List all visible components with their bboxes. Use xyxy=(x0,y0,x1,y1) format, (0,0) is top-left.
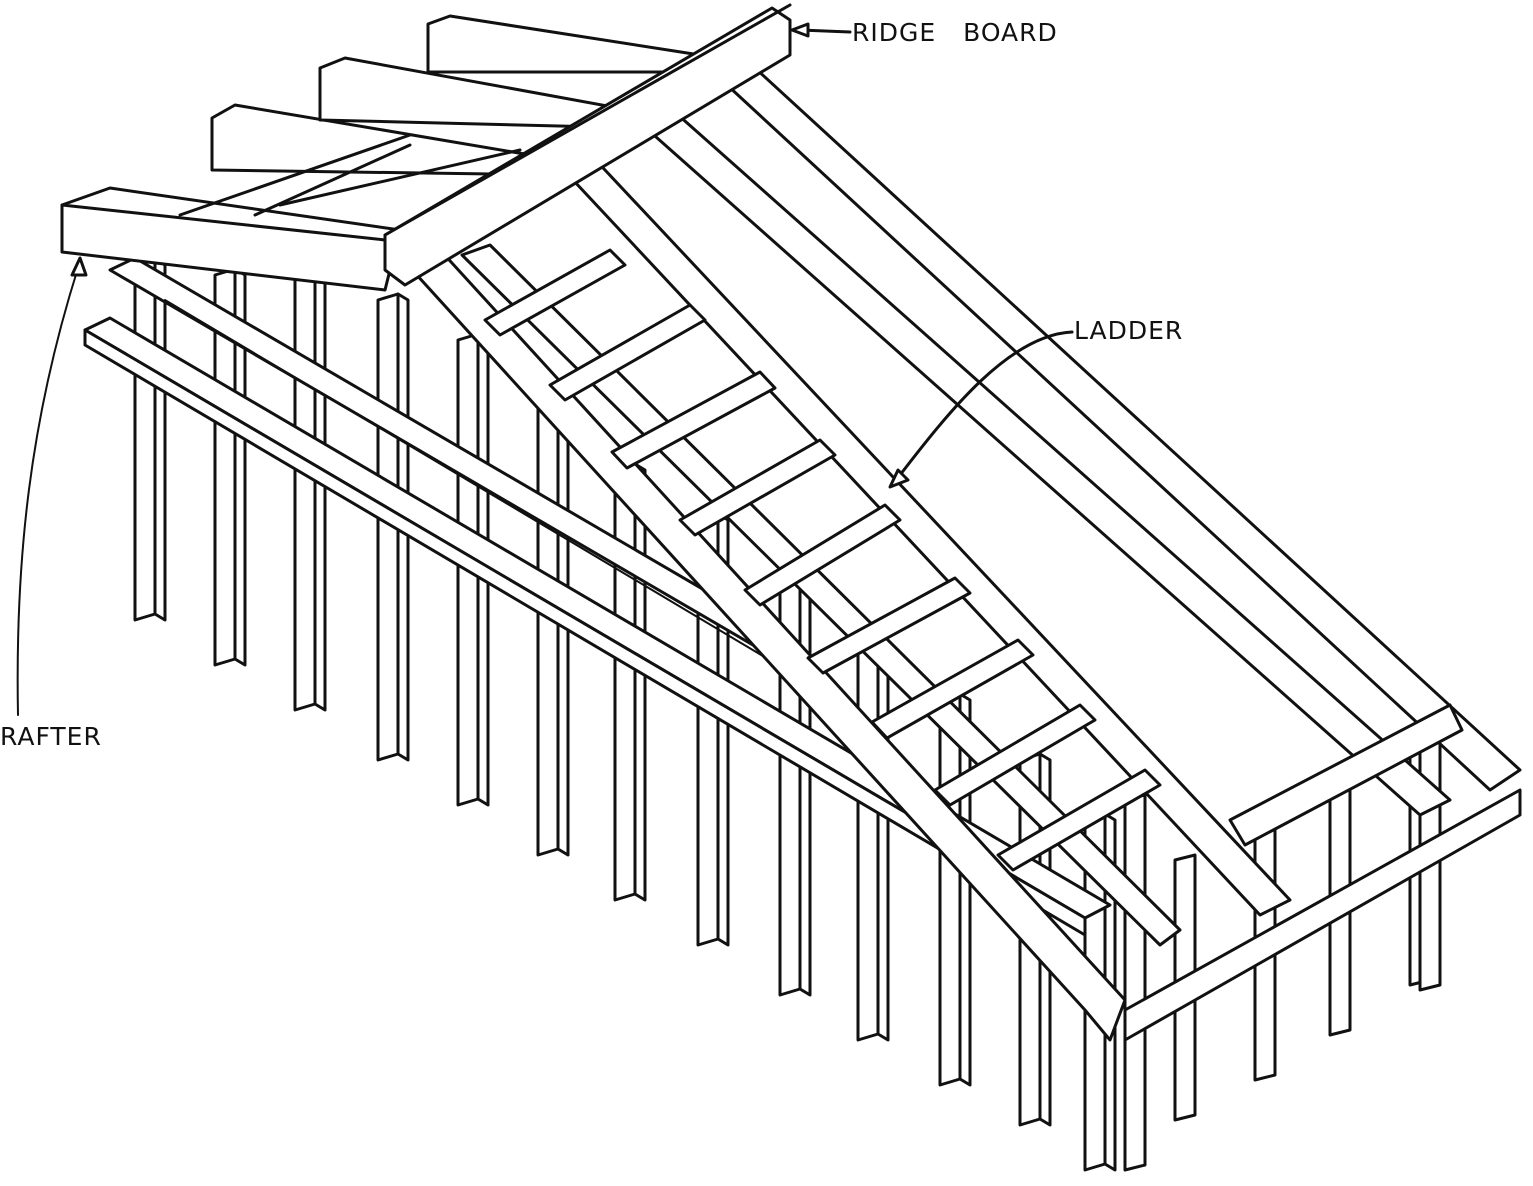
stud-post-7 xyxy=(613,462,637,902)
ceiling-joist-3 xyxy=(426,14,702,74)
stud-post-side-7 xyxy=(633,462,647,902)
stud-post-side-9 xyxy=(798,572,812,997)
stud-post-3 xyxy=(293,272,317,712)
stud-post-1 xyxy=(133,257,157,622)
ladder-rung-6 xyxy=(806,576,972,675)
ridge-board-beam xyxy=(383,6,792,287)
rear-post-1 xyxy=(1123,793,1147,1172)
ridge-board-top-edge xyxy=(383,3,792,237)
ladder-label: LADDER xyxy=(1074,316,1184,345)
eave-plate-right xyxy=(1123,788,1522,1042)
rafter-leader xyxy=(16,267,79,716)
ladder-rung-5 xyxy=(743,503,902,607)
leader-arrows xyxy=(16,22,1074,716)
mid-wall-girt xyxy=(164,299,821,691)
stud-post-side-3 xyxy=(313,272,327,712)
ladder-rung-3 xyxy=(610,370,777,470)
ladder-rung-7 xyxy=(870,638,1035,740)
ridge-board-label: RIDGE BOARD xyxy=(852,18,1058,47)
cross-tie-1 xyxy=(178,133,412,217)
stud-post-side-1 xyxy=(153,257,167,622)
stud-post-10 xyxy=(856,632,880,1042)
front-gable-plate-edge xyxy=(60,203,387,242)
ladder-frame xyxy=(383,226,1182,1042)
ladder-arrowhead xyxy=(888,468,910,489)
rafter-label: RAFTER xyxy=(0,722,102,751)
ladder-rung-8 xyxy=(933,703,1097,807)
cross-tie-3 xyxy=(278,148,522,207)
lower-wall-plate-face xyxy=(83,328,1087,937)
rafters xyxy=(178,14,1522,1042)
rear-eave-plate xyxy=(1228,703,1464,847)
ladder-rung-2 xyxy=(548,303,707,402)
stud-post-11 xyxy=(938,692,962,1087)
ladder-rung-1 xyxy=(483,248,627,337)
ladder-rung-4 xyxy=(678,438,837,537)
ridge-board-arrowhead xyxy=(790,22,810,38)
ladder-leader xyxy=(898,330,1074,477)
ridge-board xyxy=(383,3,792,287)
rafter-arrowhead xyxy=(70,256,88,277)
ladder-rung-9 xyxy=(996,768,1162,872)
stud-post-side-10 xyxy=(876,632,890,1042)
wall-plates xyxy=(60,186,1112,937)
